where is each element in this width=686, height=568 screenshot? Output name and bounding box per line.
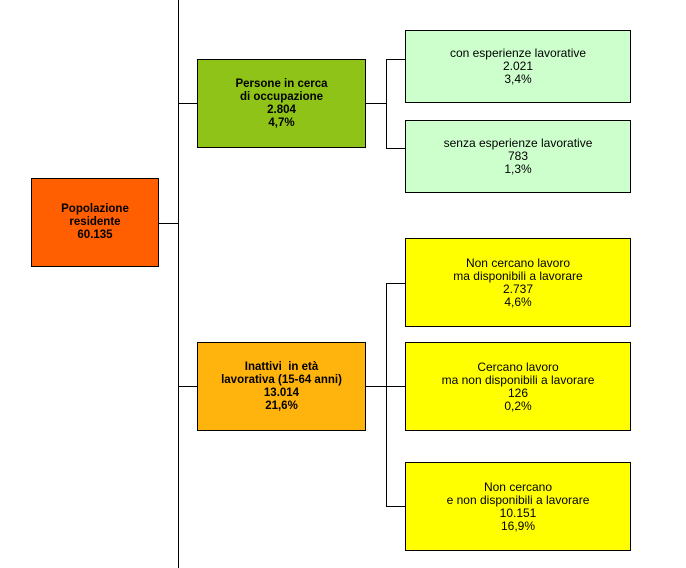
not-seeking-unavailable-node: Non cercano e non disponibili a lavorare… [405, 462, 631, 551]
not-seeking-unavailable-percent: 16,9% [500, 518, 536, 533]
seeking-unavailable-value: 126 [507, 385, 529, 400]
seeking-unavailable-percent: 0,2% [504, 398, 532, 413]
seeking-unavailable-label-line-2: ma non disponibili a lavorare [441, 372, 595, 387]
not-seeking-unavailable-label-line-2: e non disponibili a lavorare [446, 492, 590, 507]
job-seekers-percent: 4,7% [268, 116, 295, 129]
root-node: Popolazione residente 60.135 [31, 178, 159, 267]
without-experience-node: senza esperienze lavorative 783 1,3% [405, 120, 631, 193]
job-seekers-label-line-2: di occupazione [239, 90, 324, 103]
seeking-unavailable-label-line-1: Cercano lavoro [477, 359, 559, 374]
not-seeking-available-label-line-2: ma disponibili a lavorare [453, 268, 583, 283]
not-seeking-available-value: 2.737 [502, 281, 534, 296]
inactive-node: Inattivi in età lavorativa (15-64 anni) … [197, 342, 366, 431]
with-experience-node: con esperienze lavorative 2.021 3,4% [405, 30, 631, 103]
inactive-value: 13.014 [263, 386, 300, 399]
without-experience-percent: 1,3% [504, 162, 532, 176]
job-seekers-label-line-1: Persone in cerca [235, 77, 328, 90]
not-seeking-unavailable-label-line-1: Non cercano [483, 479, 553, 494]
without-experience-value: 783 [507, 149, 529, 163]
inactive-label-line-1: Inattivi in età [244, 360, 319, 373]
root-value: 60.135 [77, 229, 113, 241]
not-seeking-available-label-line-1: Non cercano lavoro [465, 255, 571, 270]
inactive-percent: 21,6% [265, 399, 298, 412]
not-seeking-available-percent: 4,6% [504, 294, 532, 309]
not-seeking-unavailable-value: 10.151 [499, 505, 537, 520]
not-seeking-available-node: Non cercano lavoro ma disponibili a lavo… [405, 238, 631, 327]
job-seekers-value: 2.804 [267, 103, 296, 116]
job-seekers-node: Persone in cerca di occupazione 2.804 4,… [197, 59, 366, 148]
with-experience-percent: 3,4% [504, 72, 532, 86]
with-experience-value: 2.021 [502, 59, 534, 73]
without-experience-label: senza esperienze lavorative [443, 136, 593, 150]
seeking-unavailable-node: Cercano lavoro ma non disponibili a lavo… [405, 342, 631, 431]
root-label-line-2: residente [69, 216, 121, 228]
root-label-line-1: Popolazione [61, 203, 129, 215]
with-experience-label: con esperienze lavorative [449, 46, 587, 60]
inactive-label-line-2: lavorativa (15-64 anni) [221, 373, 342, 386]
